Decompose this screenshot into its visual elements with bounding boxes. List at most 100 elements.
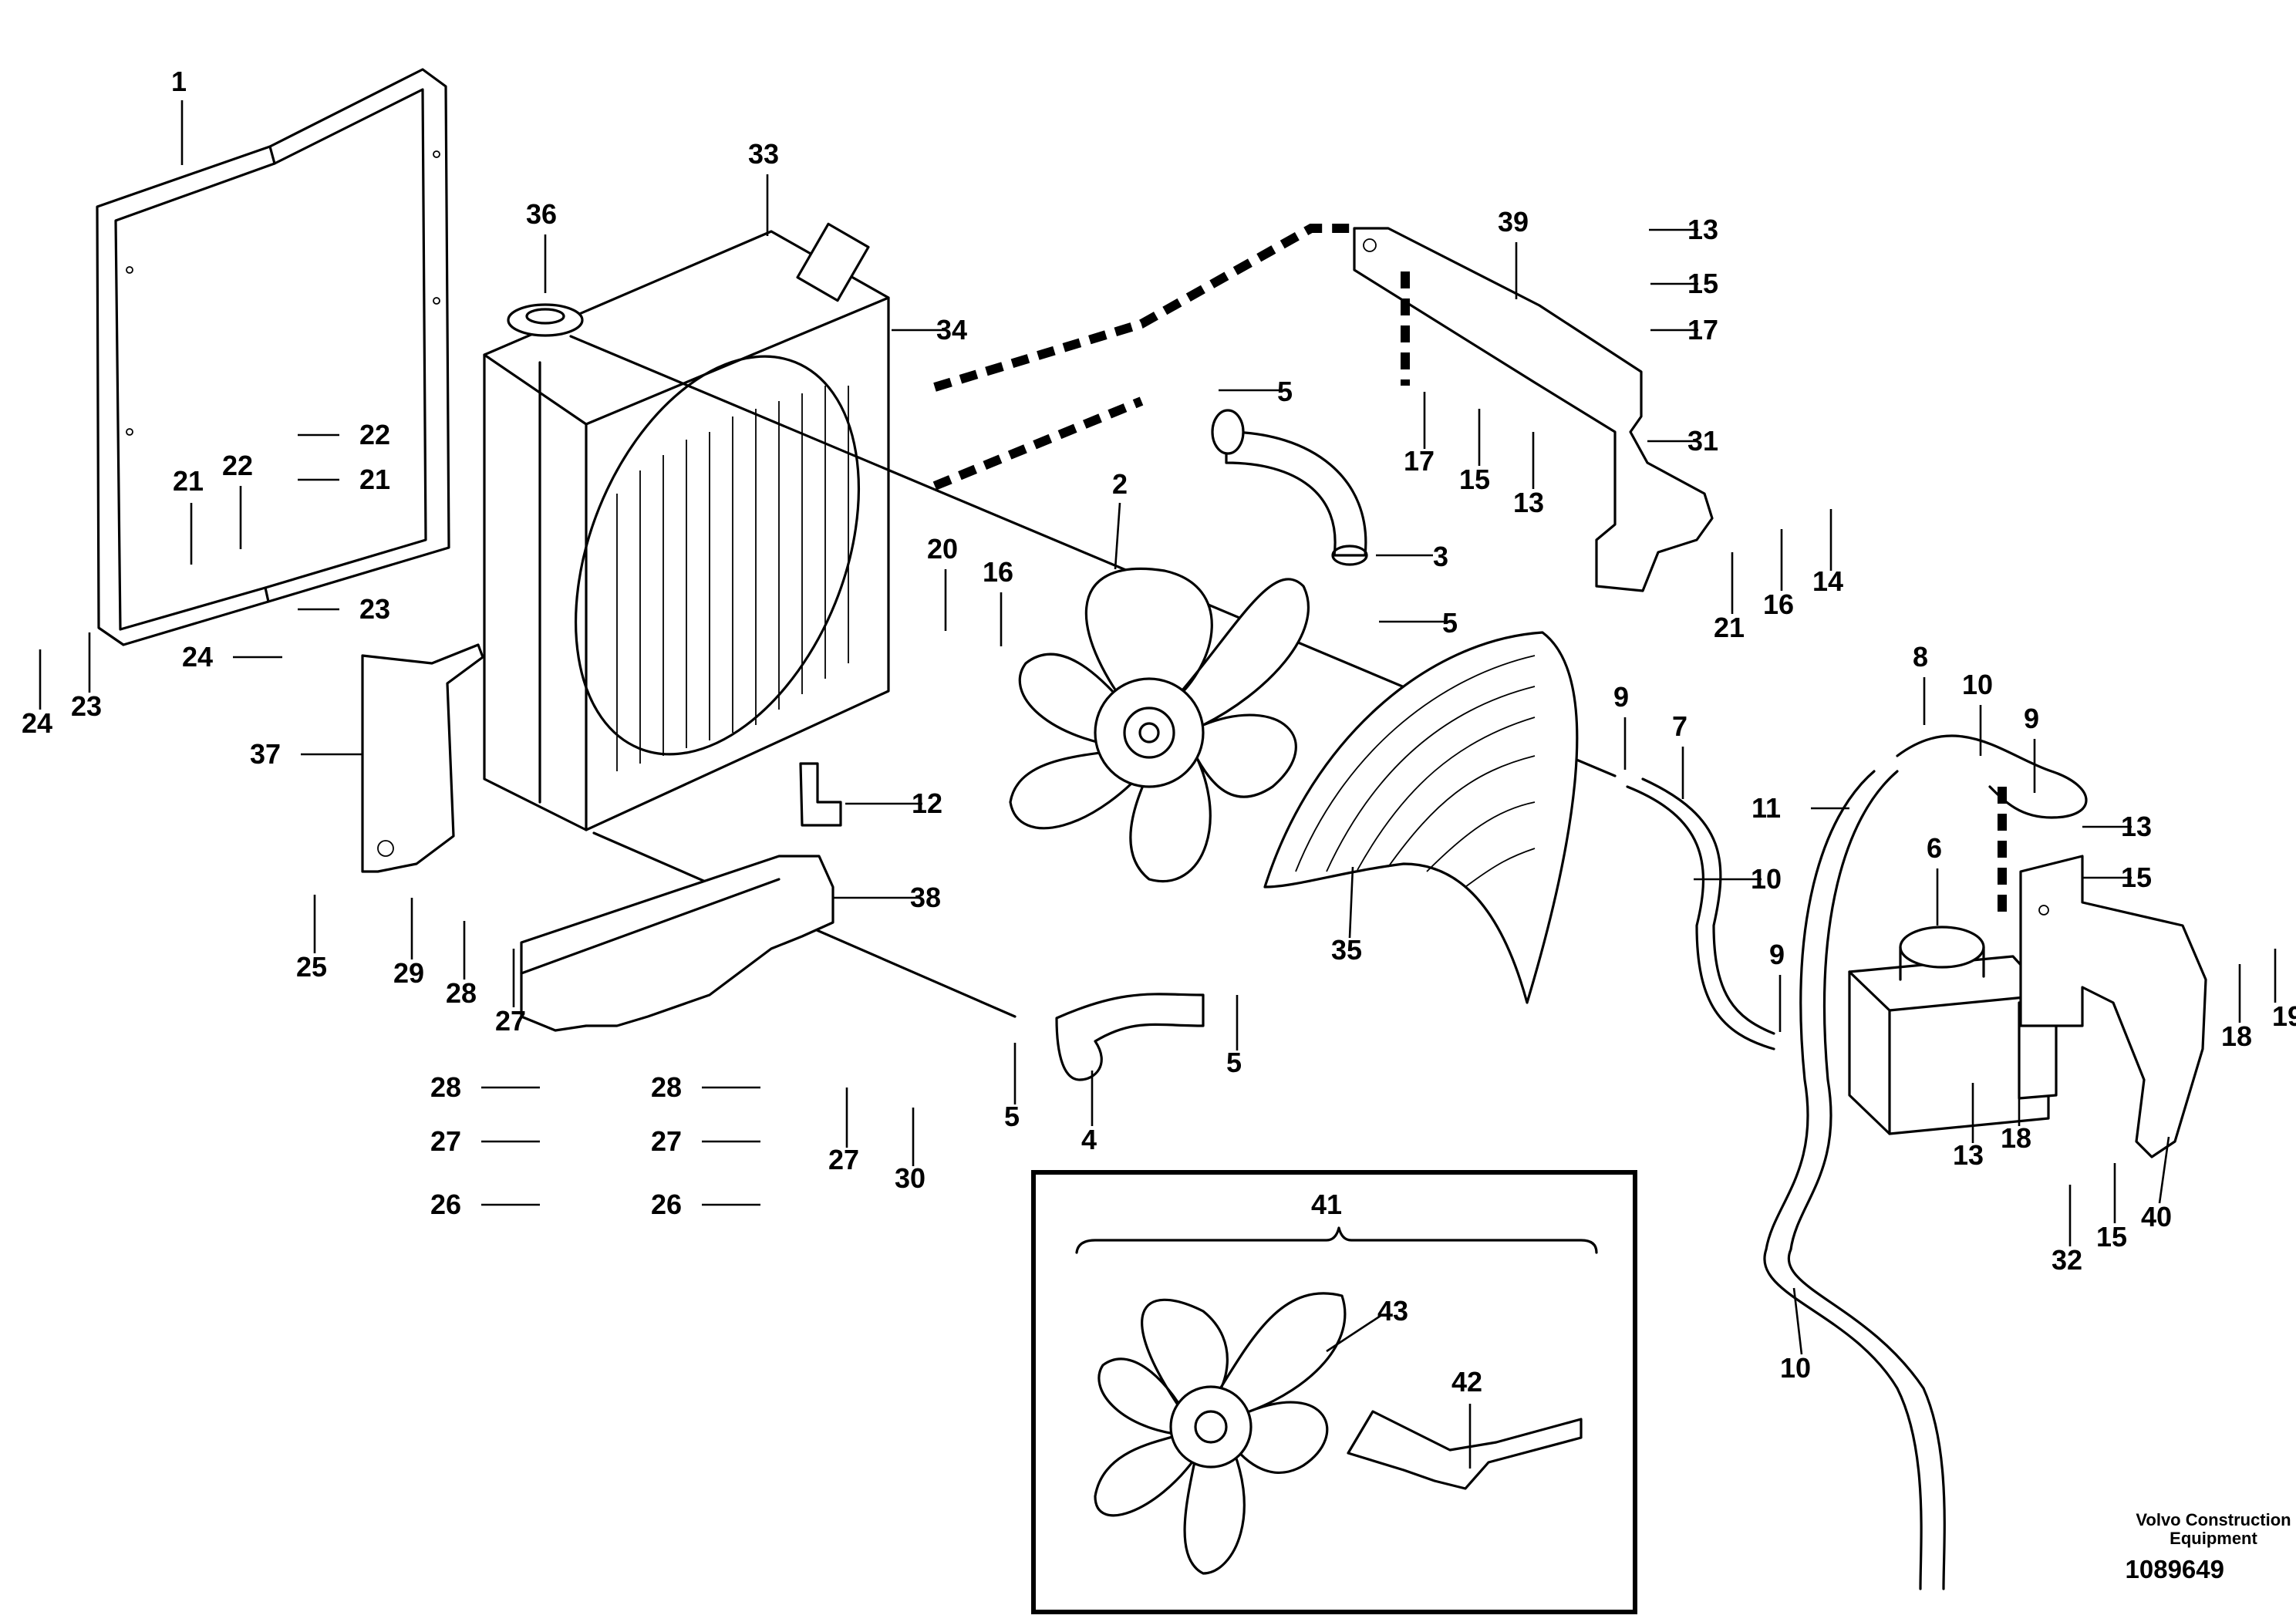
callout-c3: 3 <box>1433 541 1448 572</box>
side-plate <box>361 643 484 873</box>
radiator-cap <box>507 303 584 337</box>
fan-guard <box>1263 631 1579 1004</box>
inset-optional-fan-kit-box <box>1031 1170 1637 1614</box>
shroud-frame <box>96 68 450 646</box>
upper-hose <box>1211 409 1368 566</box>
callout-c40: 40 <box>2141 1201 2172 1233</box>
callout-c13b: 13 <box>1513 487 1544 518</box>
callout-c27a: 27 <box>828 1144 859 1175</box>
callout-c5b: 5 <box>1442 607 1458 639</box>
callout-c1: 1 <box>171 66 187 97</box>
leader-line-c35 <box>1348 866 1354 939</box>
callout-c18b: 18 <box>2001 1122 2031 1154</box>
callout-c5c: 5 <box>1226 1047 1242 1078</box>
upper-bracket <box>1353 227 1714 592</box>
callout-c15b: 15 <box>1459 464 1490 495</box>
callout-c26b: 26 <box>651 1189 682 1220</box>
callout-c11: 11 <box>1752 792 1781 824</box>
callout-c38: 38 <box>910 882 941 913</box>
callout-c24b: 24 <box>22 707 52 739</box>
callout-c33: 33 <box>748 138 779 170</box>
callout-c37: 37 <box>250 738 281 770</box>
callout-c16b: 16 <box>983 556 1013 588</box>
tank-bracket <box>2019 855 2207 1158</box>
callout-c9c: 9 <box>1769 939 1785 970</box>
callout-c29: 29 <box>393 957 424 989</box>
callout-c39: 39 <box>1498 206 1529 238</box>
overflow-hose-dashed <box>933 224 1357 392</box>
callout-c9a: 9 <box>2024 703 2039 734</box>
lower-hose <box>1055 993 1205 1081</box>
callout-c34: 34 <box>936 314 967 346</box>
alt-fan <box>1094 1292 1347 1575</box>
vent-hose-dashed <box>932 396 1144 491</box>
brand-line-1: Volvo Construction <box>2136 1510 2291 1529</box>
callout-c30: 30 <box>895 1162 925 1194</box>
leader-line-c43 <box>1326 1314 1381 1353</box>
callout-c21b: 21 <box>359 464 390 495</box>
callout-c42: 42 <box>1451 1366 1482 1398</box>
callout-c16a: 16 <box>1763 588 1794 620</box>
leader-line-c40 <box>2158 1136 2170 1204</box>
callout-c5a: 5 <box>1277 376 1293 407</box>
lower-bracket <box>520 855 834 1032</box>
callout-c14: 14 <box>1812 565 1843 597</box>
callout-c12: 12 <box>912 787 942 819</box>
callout-c20: 20 <box>927 533 958 565</box>
callout-c15c: 15 <box>2121 862 2152 893</box>
callout-c23b: 23 <box>71 690 102 722</box>
callout-c18a: 18 <box>2221 1020 2252 1052</box>
inset-bracket-brace <box>1075 1226 1598 1254</box>
callout-c4: 4 <box>1081 1124 1097 1155</box>
brand-line-2: Equipment <box>2170 1529 2257 1548</box>
callout-c28b: 28 <box>430 1071 461 1103</box>
callout-c26a: 26 <box>430 1189 461 1220</box>
callout-c15a: 15 <box>1687 268 1718 299</box>
callout-c10c: 10 <box>1780 1352 1811 1384</box>
document-number: 1089649 <box>2126 1555 2224 1583</box>
leader-line-c10c <box>1792 1287 1803 1355</box>
callout-c17b: 17 <box>1404 445 1435 477</box>
drain-fitting <box>799 762 842 827</box>
callout-c10a: 10 <box>1962 669 1993 700</box>
callout-c13d: 13 <box>1953 1139 1984 1171</box>
callout-c24a: 24 <box>182 641 213 673</box>
callout-c9b: 9 <box>1613 681 1629 713</box>
leader-lines <box>39 100 2277 1469</box>
callout-c7: 7 <box>1672 710 1687 742</box>
callout-c31: 31 <box>1687 425 1718 457</box>
callout-c22a: 22 <box>359 419 390 450</box>
callout-c2: 2 <box>1112 468 1128 500</box>
callout-c5d: 5 <box>1004 1101 1020 1132</box>
callout-c8: 8 <box>1913 641 1928 673</box>
leader-line-c2 <box>1114 502 1121 570</box>
callout-c43: 43 <box>1377 1295 1408 1327</box>
callout-c36: 36 <box>526 198 557 230</box>
callout-c41: 41 <box>1311 1189 1342 1220</box>
callout-c25: 25 <box>296 951 327 983</box>
callout-c27b: 27 <box>495 1005 526 1037</box>
callout-c27c: 27 <box>430 1125 461 1157</box>
callout-c32: 32 <box>2052 1244 2082 1276</box>
callout-c17a: 17 <box>1687 314 1718 346</box>
callout-c22b: 22 <box>222 450 253 481</box>
callout-c28a: 28 <box>446 977 477 1009</box>
callout-c15d: 15 <box>2096 1221 2127 1253</box>
callout-c19: 19 <box>2272 1000 2296 1032</box>
callout-c6: 6 <box>1927 832 1942 864</box>
alt-fan-bracket <box>1347 1410 1583 1490</box>
callout-c28c: 28 <box>651 1071 682 1103</box>
expansion-tank-hoses <box>1626 734 2088 1590</box>
callout-c13c: 13 <box>2121 811 2152 842</box>
callout-c35: 35 <box>1331 934 1362 966</box>
callout-c10b: 10 <box>1751 863 1782 895</box>
callout-c21c: 21 <box>173 465 204 497</box>
callout-c23a: 23 <box>359 593 390 625</box>
callout-c21a: 21 <box>1714 612 1745 643</box>
callout-c13a: 13 <box>1687 214 1718 245</box>
cooling-fan <box>1009 567 1310 882</box>
radiator-core <box>483 222 890 831</box>
callout-c27d: 27 <box>651 1125 682 1157</box>
